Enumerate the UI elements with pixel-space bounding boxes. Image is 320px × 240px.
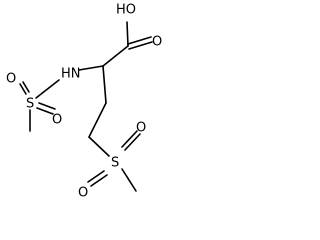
bond-sulfone-s-o-top-2: [124, 133, 141, 151]
bond-sulfone-s-o-top-1: [121, 130, 138, 148]
atom-sulfonamide-sulfur: S: [26, 97, 34, 112]
bond-sulfonamide-s-o-bottom-1: [38, 102, 56, 110]
bond-alpha-c-ch2: [102, 65, 107, 104]
bond-sulfonamide-s-o-top-2: [22, 81, 30, 93]
bond-carboxyl-c-o-double-2: [128, 41, 153, 50]
bond-nh-sulfonamide-s: [35, 79, 60, 99]
bond-alpha-c-nh: [78, 65, 104, 71]
atom-carbonyl-oxygen: O: [152, 35, 162, 50]
chemical-structure: HO O HN S O O S O O: [6, 3, 162, 201]
bond-sulfone-s-methyl: [121, 168, 137, 192]
atom-labels: HO O HN S O O S O O: [6, 3, 162, 201]
atom-sulfone-oxygen-left: O: [78, 186, 88, 201]
bond-sulfone-s-o-left-1: [87, 170, 105, 183]
atom-sulfone-oxygen-top: O: [136, 121, 146, 136]
atom-sulfone-sulfur: S: [111, 156, 119, 171]
bond-carboxyl-c-o-double-1: [127, 36, 152, 45]
bond-carboxyl-c-alpha-c: [102, 45, 129, 67]
atom-sulfonamide-oxygen-bottom: O: [52, 113, 62, 128]
bond-ch2-ch2: [88, 102, 107, 138]
bond-sulfone-s-o-left-2: [90, 174, 108, 187]
atom-amine: HN: [61, 67, 81, 82]
bonds: [19, 21, 153, 192]
atom-sulfonamide-oxygen-top: O: [6, 72, 16, 87]
bond-sulfonamide-s-o-bottom-2: [36, 107, 54, 115]
bond-ch2-sulfone-s: [88, 136, 110, 157]
bond-oh-carboxyl-c: [126, 21, 129, 47]
bond-sulfonamide-s-o-top-1: [19, 83, 27, 95]
atom-hydroxyl: HO: [116, 3, 136, 18]
